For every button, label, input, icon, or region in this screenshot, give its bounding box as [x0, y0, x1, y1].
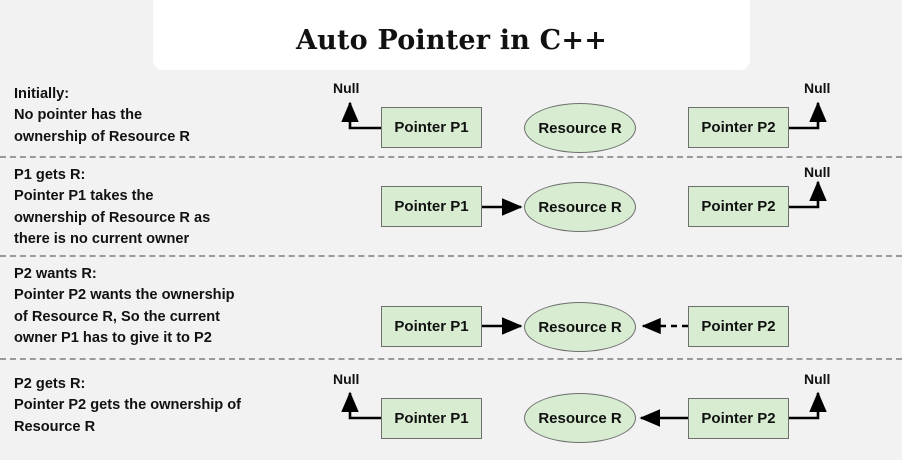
row-initially-resource-r[interactable]: Resource R [524, 103, 636, 153]
row-p2-gets-r-description: Pointer P2 gets the ownership of Resourc… [14, 397, 242, 435]
row-p2-gets-r-pointer-p2[interactable]: Pointer P2 [688, 398, 789, 439]
row-p1-gets-r-pointer-p1[interactable]: Pointer P1 [381, 186, 482, 227]
row-p2-wants-r-pointer-p2[interactable]: Pointer P2 [688, 306, 789, 347]
row-separator-3 [0, 358, 902, 360]
row-initially-heading: Initially: [14, 86, 70, 102]
row-p1-gets-r-p2-null-arrow [789, 180, 827, 209]
row-initially-p2-null-label: Null [804, 80, 831, 96]
row-initially-p2-null-arrow [789, 101, 827, 130]
row-p1-gets-r-heading: P1 gets R: [14, 167, 86, 183]
row-p2-gets-r-pointer-p1[interactable]: Pointer P1 [381, 398, 482, 439]
row-separator-2 [0, 255, 902, 257]
row-p2-wants-r-pointer-p1[interactable]: Pointer P1 [381, 306, 482, 347]
row-p2-wants-r-heading: P2 wants R: [14, 266, 97, 282]
row-initially-p1-null-arrow [341, 101, 381, 130]
row-p2-gets-r-heading: P2 gets R: [14, 376, 86, 392]
row-initially-pointer-p2[interactable]: Pointer P2 [688, 107, 789, 148]
row-p2-gets-r-resource-r[interactable]: Resource R [524, 393, 636, 443]
row-p1-gets-r-resource-r[interactable]: Resource R [524, 182, 636, 232]
row-p1-gets-r-pointer-p2[interactable]: Pointer P2 [688, 186, 789, 227]
row-p2-gets-r-p2-null-label: Null [804, 371, 831, 387]
row-p2-wants-r-description: Pointer P2 wants the ownership of Resour… [14, 287, 235, 346]
row-separator-1 [0, 156, 902, 158]
row-initially-pointer-p1[interactable]: Pointer P1 [381, 107, 482, 148]
row-initially-p1-null-label: Null [333, 80, 360, 96]
page-title: Auto Pointer in C++ [295, 25, 608, 56]
row-initially-description: No pointer has the ownership of Resource… [14, 107, 190, 145]
row-p2-gets-r-p2-null-arrow [789, 391, 827, 420]
row-p2-wants-r-resource-r[interactable]: Resource R [524, 302, 636, 352]
row-p1-gets-r-description: Pointer P1 takes the ownership of Resour… [14, 188, 211, 247]
row-p2-gets-r-p1-null-label: Null [333, 371, 360, 387]
row-p1-gets-r-p2-null-label: Null [804, 164, 831, 180]
title-card: Auto Pointer in C++ [153, 0, 750, 70]
row-p2-gets-r-p1-null-arrow [341, 391, 381, 420]
